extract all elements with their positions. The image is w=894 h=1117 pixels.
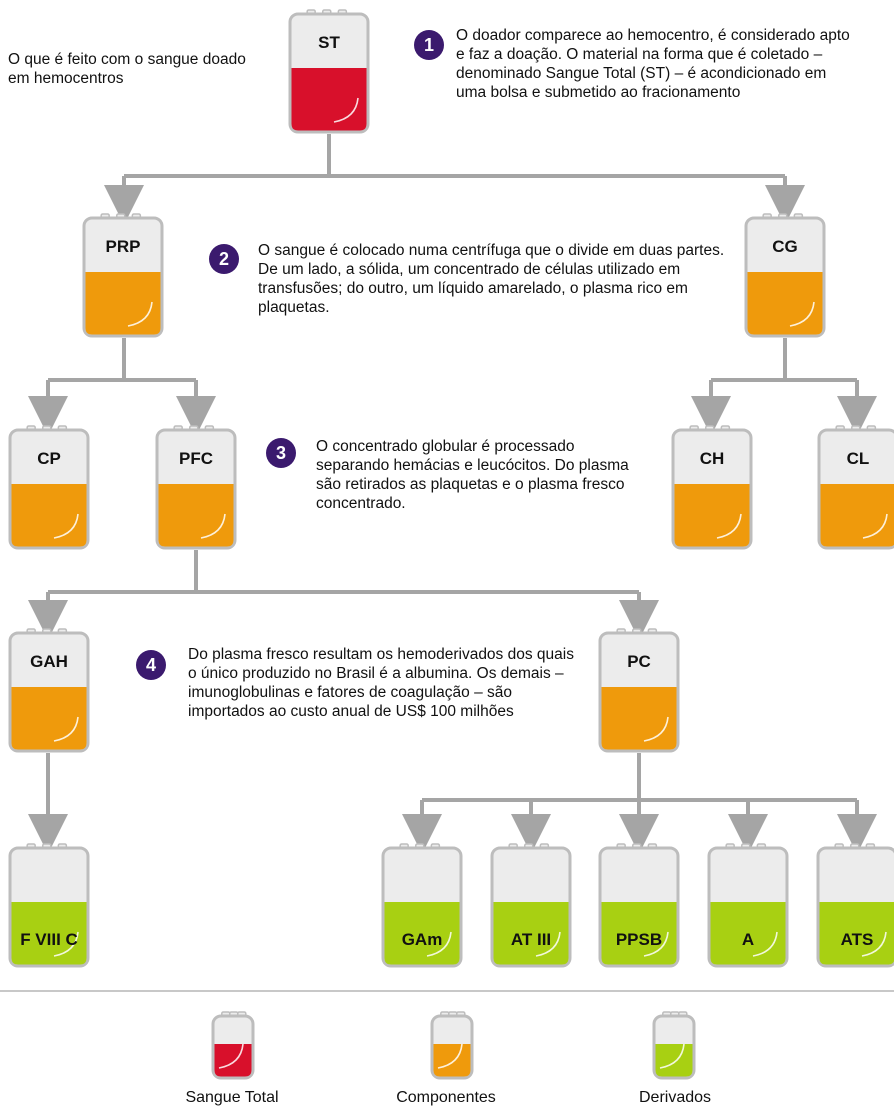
bag-st: ST [288, 9, 370, 134]
legend-label-componentes: Componentes [396, 1089, 496, 1106]
bag-label-a: A [742, 930, 754, 949]
bag-cp: CP [8, 425, 90, 550]
legend-icons [211, 1011, 696, 1080]
bag-label-st: ST [318, 33, 340, 52]
step-1-text: O doador comparece ao hemocentro, é cons… [456, 27, 850, 101]
bag-label-ppsb: PPSB [616, 930, 662, 949]
bag-gam: GAm [381, 843, 463, 968]
bag-prp: PRP [82, 213, 164, 338]
bag-cg: CG [744, 213, 826, 338]
legend-divider [0, 990, 894, 992]
bag-ch: CH [671, 425, 753, 550]
bag-label-ch: CH [700, 449, 725, 468]
bag-group: ST PRP CG CP PFC CH CL GAH PC F VIII C GAm AT III PP… [8, 9, 894, 968]
step-2-badge: 2 [209, 244, 239, 274]
step-3-badge: 3 [266, 438, 296, 468]
bag-label-cp: CP [37, 449, 61, 468]
legend-label-sangue-total: Sangue Total [185, 1089, 279, 1106]
bag-label-pfc: PFC [179, 449, 213, 468]
bag-label-pc: PC [627, 652, 651, 671]
bag-fviii: F VIII C [8, 843, 90, 968]
bag-ats: ATS [816, 843, 894, 968]
connector-lines [28, 134, 877, 854]
bag-cl: CL [817, 425, 894, 550]
legend-label-derivados: Derivados [638, 1089, 712, 1106]
step-4-badge: 4 [136, 650, 166, 680]
legend-icon-derivados [652, 1011, 696, 1080]
bag-label-cg: CG [772, 237, 798, 256]
bag-label-ats: ATS [841, 930, 874, 949]
bag-pc: PC [598, 628, 680, 753]
bag-label-at3: AT III [511, 930, 551, 949]
bag-label-prp: PRP [106, 237, 141, 256]
bag-a: A [707, 843, 789, 968]
step-4-text: Do plasma fresco resultam os hemoderivad… [188, 646, 574, 720]
step-1-badge: 1 [414, 30, 444, 60]
bag-pfc: PFC [155, 425, 237, 550]
diagram-title: O que é feito com o sangue doado em hemo… [8, 51, 246, 87]
legend-icon-componentes [430, 1011, 474, 1080]
bag-label-gah: GAH [30, 652, 68, 671]
step-3-text: O concentrado globular é processado sepa… [316, 438, 629, 512]
bag-at3: AT III [490, 843, 572, 968]
bag-label-gam: GAm [402, 930, 443, 949]
bag-label-cl: CL [847, 449, 870, 468]
bag-ppsb: PPSB [598, 843, 680, 968]
step-2-text: O sangue é colocado numa centrífuga que … [258, 242, 725, 316]
bag-gah: GAH [8, 628, 90, 753]
legend-icon-sangue_total [211, 1011, 255, 1080]
bag-label-fviii: F VIII C [20, 930, 78, 949]
